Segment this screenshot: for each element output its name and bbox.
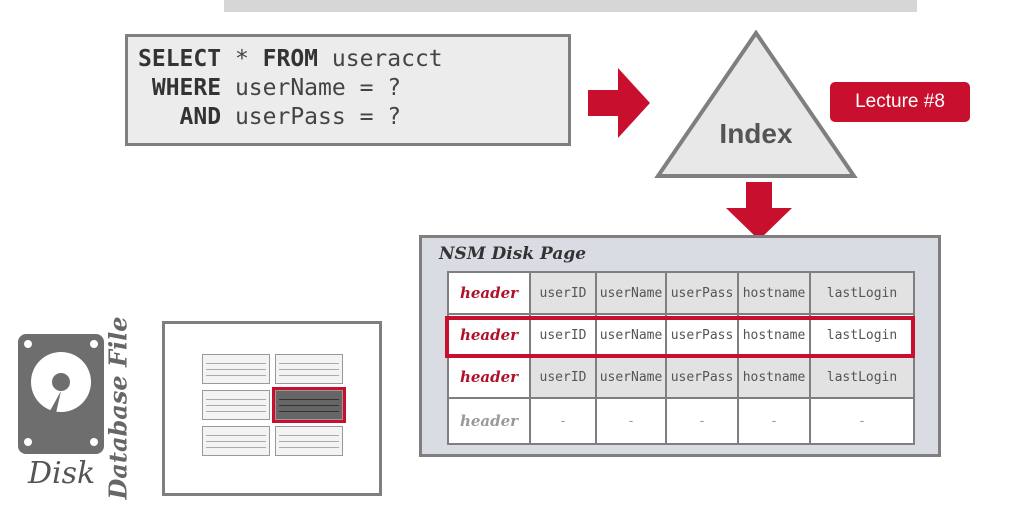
table-cell: -	[529, 397, 597, 445]
arrow-right-icon	[588, 68, 650, 138]
nsm-title: NSM Disk Page	[439, 244, 587, 264]
sql-keyword: SELECT	[138, 46, 222, 72]
arrow-down-icon	[726, 182, 792, 240]
mini-page-highlight	[272, 387, 346, 423]
lecture-badge: Lecture #8	[830, 82, 970, 122]
table-row: header userID userName userPass hostname…	[447, 313, 915, 357]
disk-label: Disk	[28, 456, 96, 491]
table-cell: -	[665, 397, 739, 445]
database-file-label-wrap: Database File	[98, 316, 138, 499]
table-cell: userPass	[665, 313, 739, 357]
table-cell: userPass	[665, 355, 739, 399]
table-cell: userName	[595, 313, 667, 357]
sql-keyword: AND	[138, 104, 222, 130]
header-cell: header	[447, 355, 531, 399]
mini-page	[275, 426, 343, 456]
table-cell: userName	[595, 355, 667, 399]
mini-page	[202, 426, 270, 456]
database-file-box	[162, 321, 382, 496]
table-cell: lastLogin	[809, 313, 915, 357]
sql-text: userPass = ?	[221, 104, 402, 130]
mini-page	[202, 354, 270, 384]
table-cell: userID	[529, 313, 597, 357]
nsm-table: header userID userName userPass hostname…	[447, 271, 915, 445]
mini-page	[202, 390, 270, 420]
table-cell: -	[737, 397, 811, 445]
table-row: header userID userName userPass hostname…	[447, 271, 915, 315]
sql-text: useracct	[318, 46, 443, 72]
index-label: Index	[719, 118, 793, 149]
table-cell: -	[595, 397, 667, 445]
database-file-label: Database File	[103, 315, 133, 500]
table-cell: userID	[529, 271, 597, 315]
table-cell: lastLogin	[809, 271, 915, 315]
table-row: header userID userName userPass hostname…	[447, 355, 915, 399]
table-cell: hostname	[737, 313, 811, 357]
header-cell: header	[447, 313, 531, 357]
mini-page	[275, 354, 343, 384]
table-cell: hostname	[737, 355, 811, 399]
nsm-disk-page: NSM Disk Page header userID userName use…	[419, 235, 941, 457]
table-cell: lastLogin	[809, 355, 915, 399]
mini-page-selected	[275, 390, 343, 420]
sql-text: *	[221, 46, 263, 72]
top-bar	[224, 0, 917, 12]
table-cell: hostname	[737, 271, 811, 315]
table-cell: -	[809, 397, 915, 445]
sql-line-3: AND userPass = ?	[138, 103, 568, 132]
sql-text: userName = ?	[221, 75, 402, 101]
index-triangle-icon	[654, 30, 858, 178]
table-row: header - - - - -	[447, 397, 915, 445]
table-cell: userName	[595, 271, 667, 315]
table-cell: userPass	[665, 271, 739, 315]
sql-query-box: SELECT * FROM useracct WHERE userName = …	[125, 34, 571, 146]
sql-keyword: FROM	[262, 46, 319, 72]
header-cell: header	[447, 397, 531, 445]
disk-icon	[18, 334, 104, 454]
sql-line-2: WHERE userName = ?	[138, 74, 568, 103]
sql-keyword: WHERE	[138, 75, 222, 101]
header-cell: header	[447, 271, 531, 315]
table-cell: userID	[529, 355, 597, 399]
sql-line-1: SELECT * FROM useracct	[138, 45, 568, 74]
